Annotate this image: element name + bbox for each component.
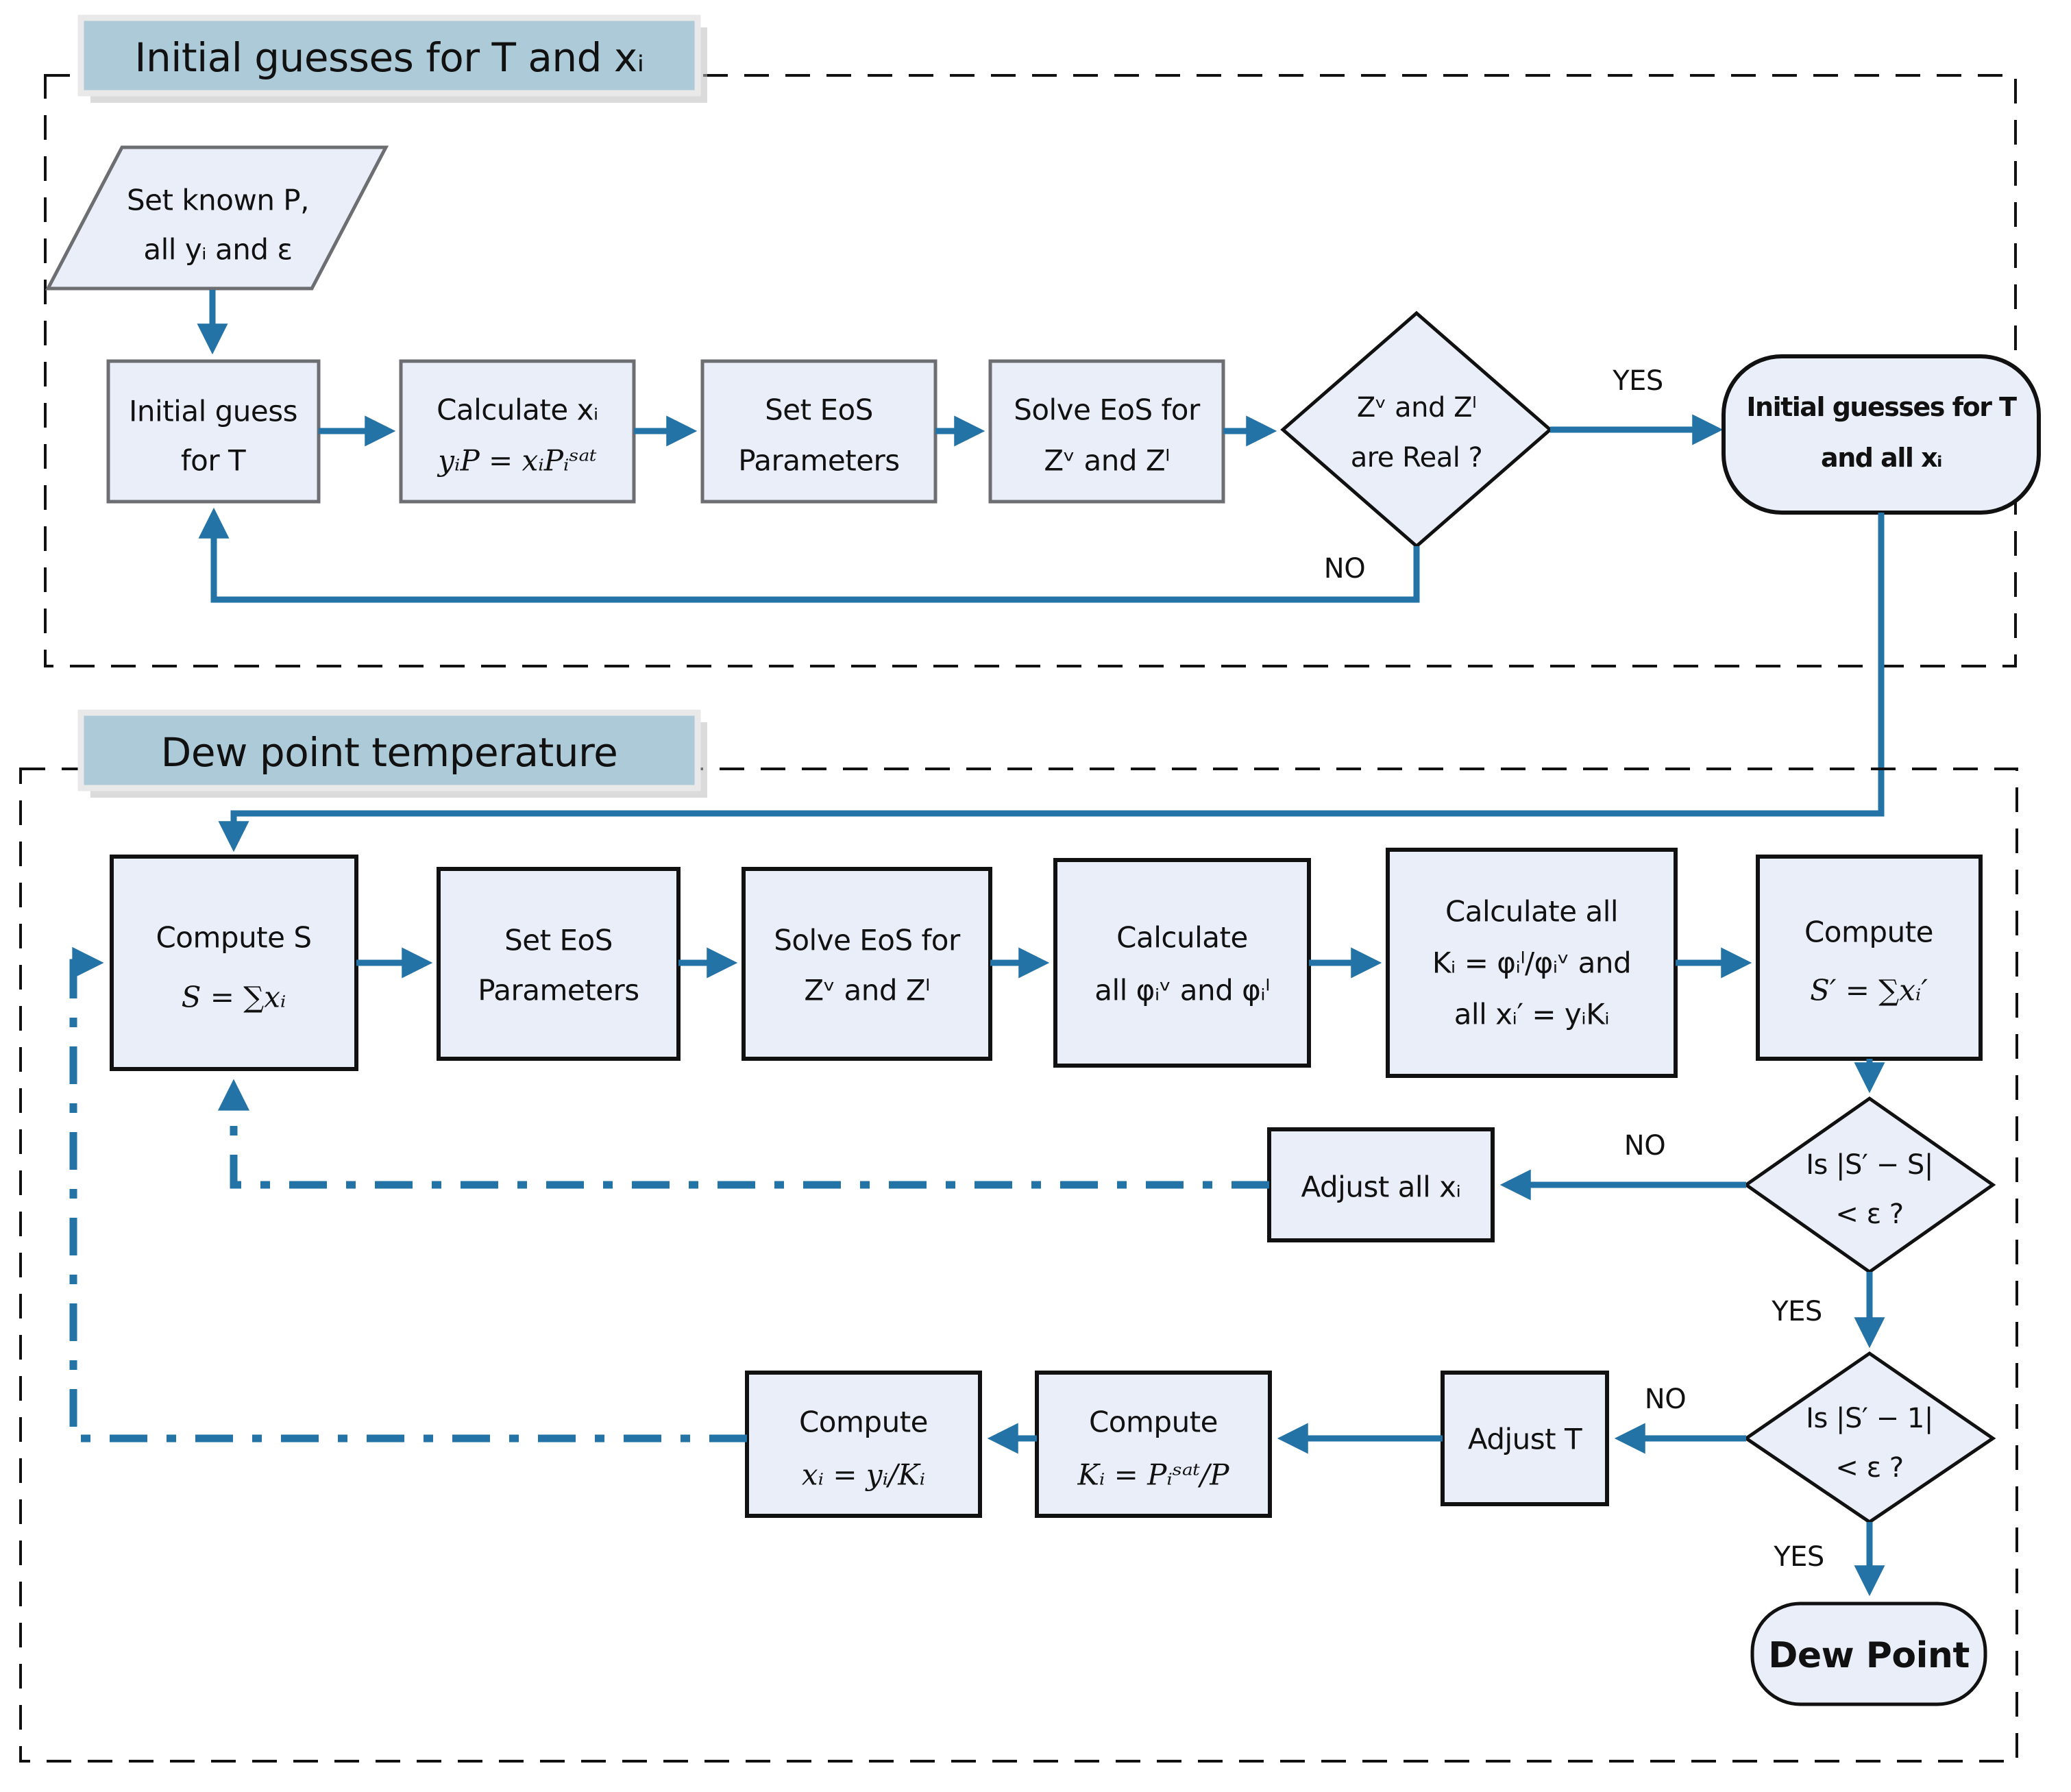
one-decision-line2: < ε ? [1835,1452,1903,1484]
s-decision-line2: < ε ? [1835,1199,1903,1230]
compute-s-box [110,855,358,1071]
set-eos2-line2: Parameters [478,974,639,1007]
compute-sprime-line2: S′ = ∑xᵢ′ [1810,974,1928,1007]
sprime-one-decision [1743,1351,1996,1525]
compute-xi-line2: xᵢ = yᵢ/Kᵢ [802,1458,925,1492]
calculate-xi-box [399,359,636,504]
calculate-phi-box [1053,858,1311,1068]
calc-phi-line1: Calculate [1116,921,1248,955]
real-decision-line2: are Real ? [1351,442,1483,474]
compute-sprime-box [1756,855,1983,1061]
s-decision-no-label: NO [1624,1130,1665,1162]
calc-ki-line1: Calculate all [1445,895,1618,929]
adjust-t-box [1441,1371,1609,1506]
set-eos-params-box-1 [700,359,938,504]
one-decision-yes-label: YES [1773,1541,1824,1573]
solve-eos2-line1: Solve EoS for [774,924,961,957]
compute-ki-line1: Compute [1089,1406,1218,1439]
adjust-t-label: Adjust T [1468,1423,1582,1456]
adjust-xi-label: Adjust all xᵢ [1301,1170,1461,1204]
s-decision-line1: Is |S′ − S| [1806,1149,1933,1181]
s-diff-decision [1743,1096,1996,1275]
calculate-xi-line2: yᵢP = xᵢPᵢˢᵃᵗ [437,444,596,478]
s-decision-yes-label: YES [1771,1296,1822,1327]
section2-dashed-border [19,768,2018,1763]
dew-point-terminal [1750,1601,1987,1706]
input-line1: Set known P, [127,184,309,217]
compute-sprime-line1: Compute [1804,916,1933,949]
initial-guesses-result-box [1721,354,2041,515]
calc-ki-line2: Kᵢ = φᵢˡ/φᵢᵛ and [1432,946,1631,980]
section-initial-guesses: Initial guesses for T and xᵢ Set known P… [44,14,2041,667]
connector-result-to-compute-s [218,513,1885,852]
section1-title: Initial guesses for T and xᵢ [134,34,644,81]
one-decision-no-label: NO [1645,1384,1686,1415]
no-loop-to-initial-guess [198,507,1420,603]
set-eos-params-box-2 [437,867,681,1061]
result-line1: Initial guesses for T [1746,392,2017,422]
set-eos1-line2: Parameters [738,444,899,478]
real-decision-line1: Zᵛ and Zˡ [1357,392,1476,424]
section1-yes-label: YES [1612,365,1663,397]
compute-s-line1: Compute S [156,921,311,955]
calculate-xi-line1: Calculate xᵢ [437,393,598,427]
section-dew-point: Dew point temperature Compute S S = ∑xᵢ … [19,709,2018,1763]
section1-banner [77,14,701,97]
calc-ki-line3: all xᵢ′ = yᵢKᵢ [1454,998,1610,1031]
solve-eos2-line2: Zᵛ and Zˡ [804,974,929,1007]
compute-s-line2: S = ∑xᵢ [182,981,286,1014]
initial-guess-line1: Initial guess [129,395,297,428]
section1-no-label: NO [1324,553,1365,585]
one-decision-line1: Is |S′ − 1| [1806,1403,1933,1434]
zv-zl-real-decision [1280,310,1553,549]
input-parallelogram [45,145,389,291]
compute-ki-line2: Kᵢ = Pᵢˢᵃᵗ/P [1077,1458,1229,1492]
calc-phi-line2: all φᵢᵛ and φᵢˡ [1094,974,1270,1007]
solve-eos-box-1 [988,359,1225,504]
section2-title: Dew point temperature [161,729,618,776]
dew-point-label: Dew Point [1768,1635,1970,1676]
set-eos2-line1: Set EoS [504,924,613,957]
initial-guess-box [106,359,321,504]
solve-eos-box-2 [742,867,992,1061]
solve-eos1-line1: Solve EoS for [1014,393,1201,427]
initial-guess-line2: for T [181,444,246,478]
calculate-ki-box [1386,848,1678,1078]
set-eos1-line1: Set EoS [765,393,873,427]
compute-xi-box [745,1371,982,1518]
compute-xi-line1: Compute [799,1406,928,1439]
solve-eos1-line2: Zᵛ and Zˡ [1044,444,1169,478]
inner-loop-adjust-xi-to-compute-s [217,1079,1269,1189]
compute-ki-box [1035,1371,1272,1518]
input-line2: all yᵢ and ε [143,233,292,267]
section2-banner [77,709,701,791]
result-line2: and all xᵢ [1821,443,1941,473]
